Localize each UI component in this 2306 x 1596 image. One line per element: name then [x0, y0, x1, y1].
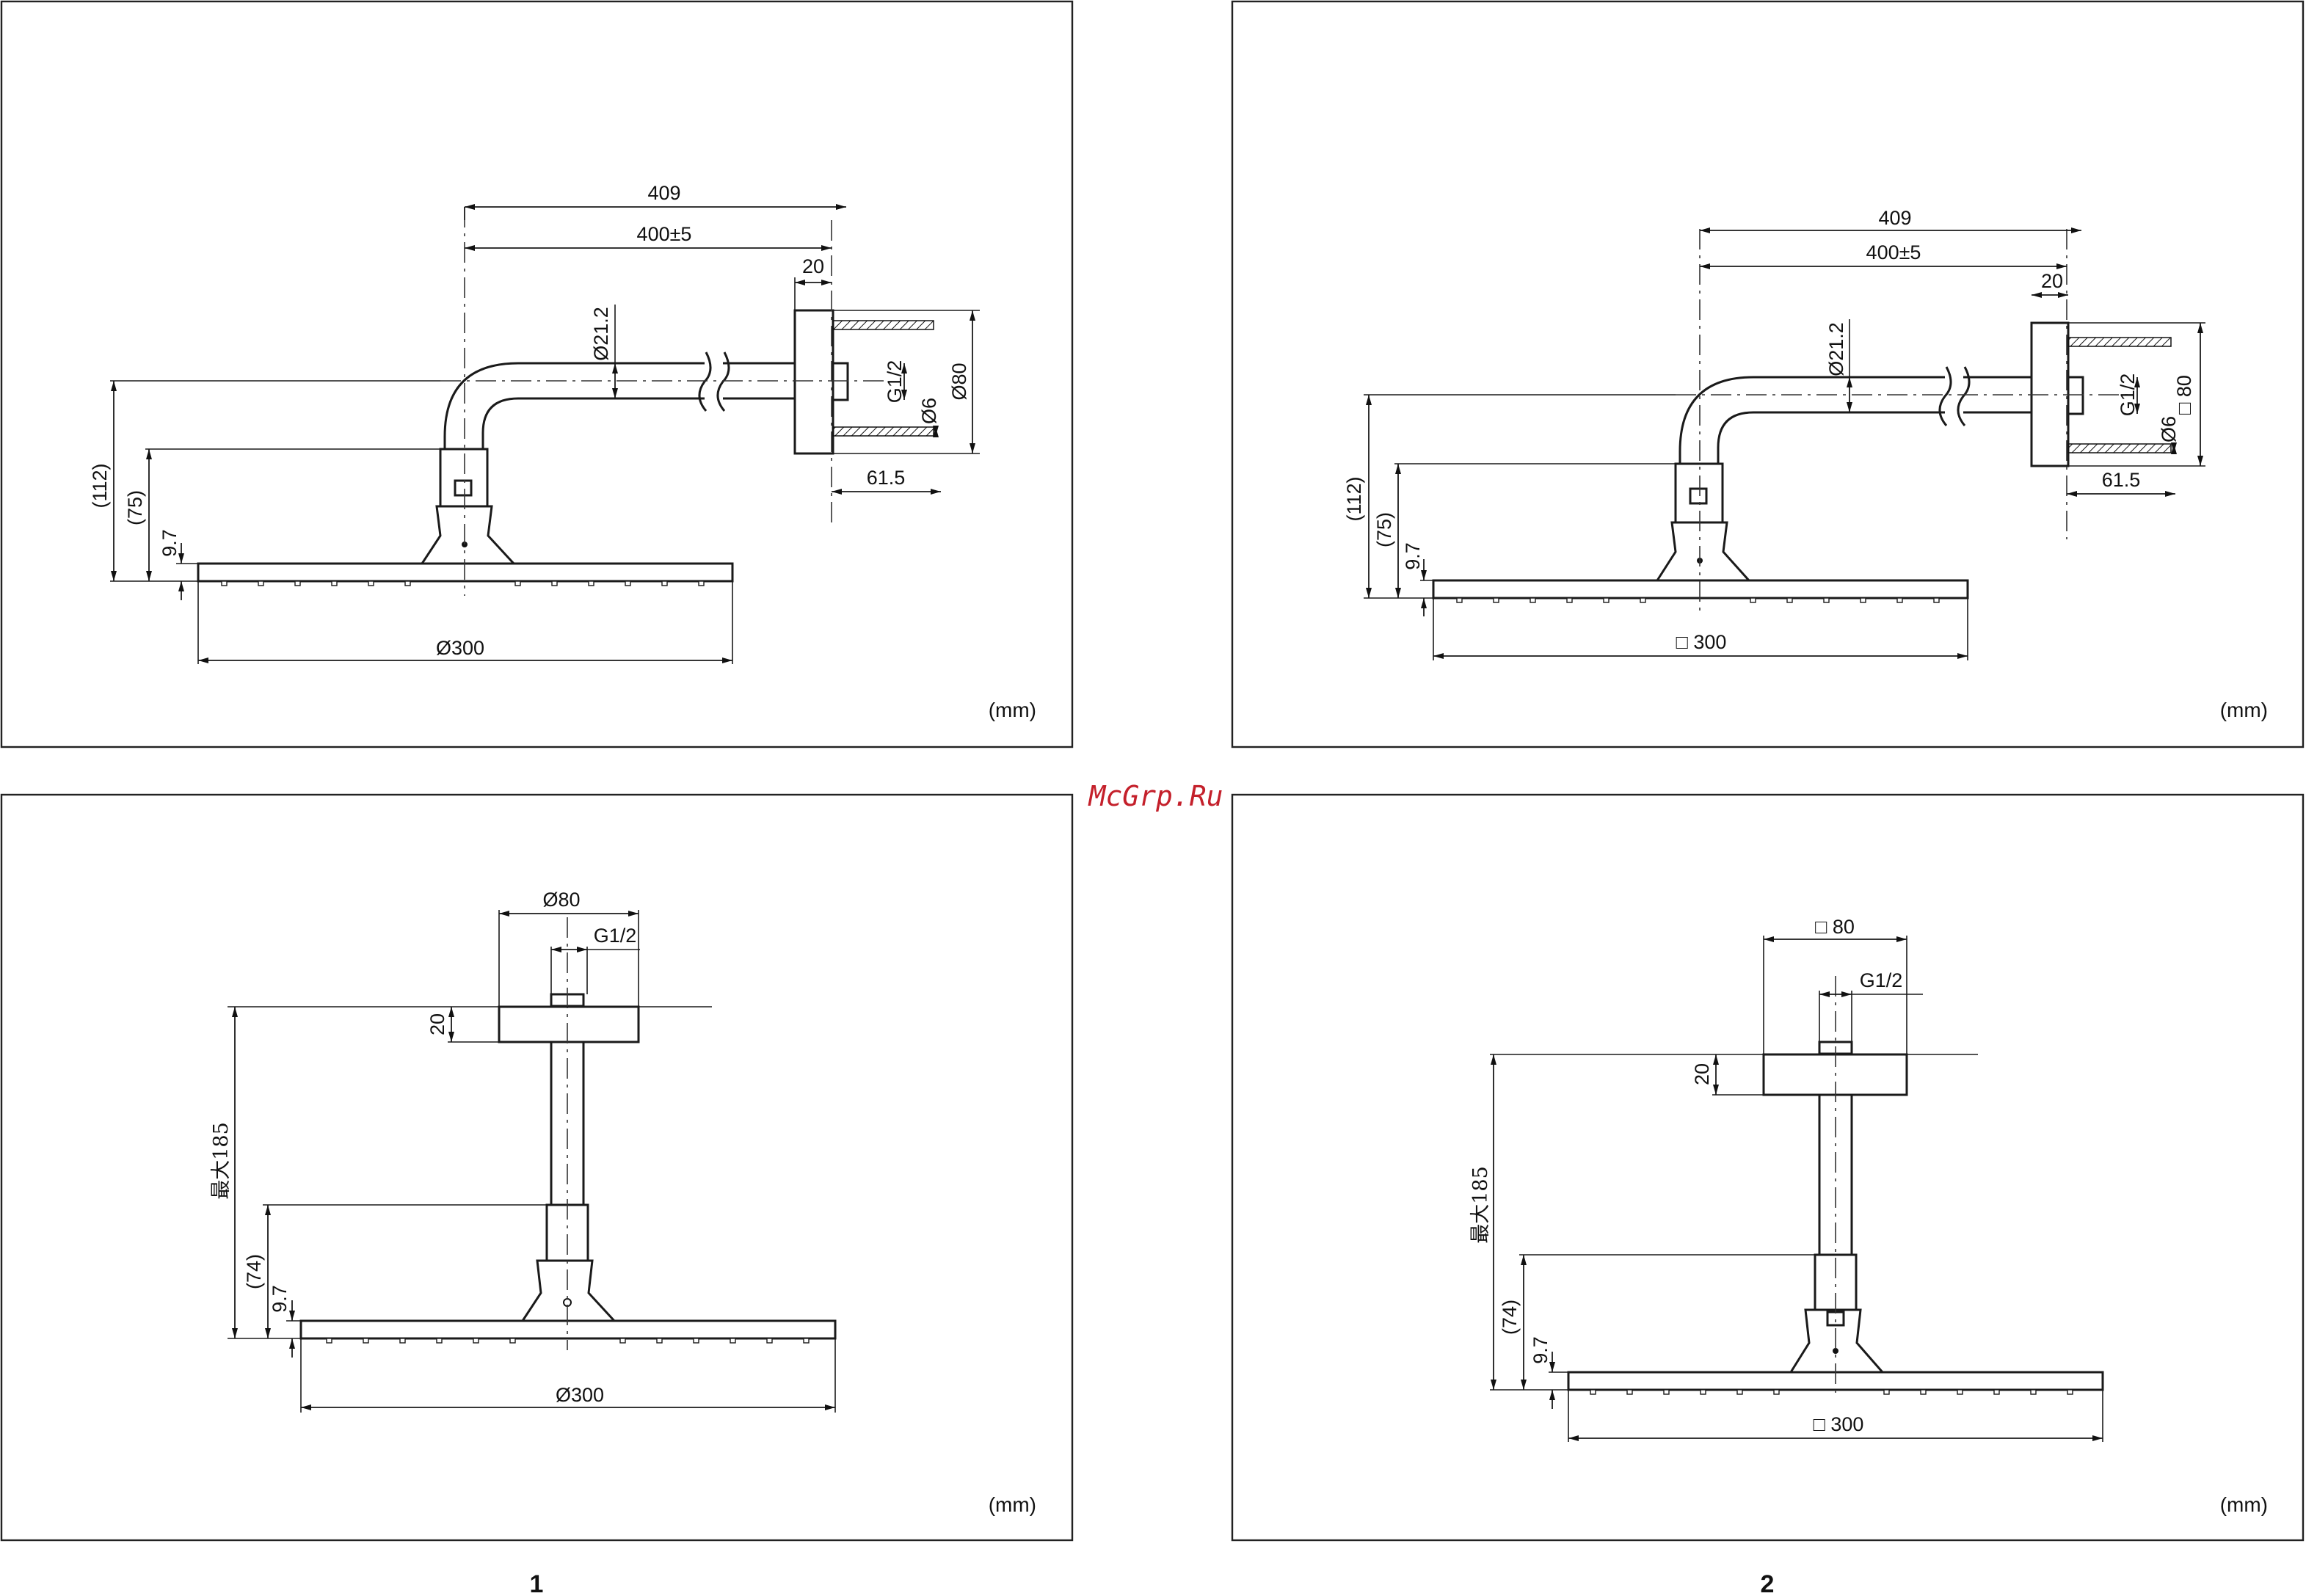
dim-arm-400: 400±5	[637, 223, 692, 245]
dim-head-size: □ 300	[1676, 631, 1727, 653]
dim-overall-409: 409	[1878, 207, 1911, 229]
unit-label: (mm)	[2220, 699, 2268, 721]
arm-pipe-inner	[483, 398, 705, 449]
dim-base-dia: Ø80	[948, 362, 970, 400]
dim-pipe-dia: Ø21.2	[1825, 322, 1847, 376]
dim-thread-g12: G1/2	[2117, 374, 2139, 417]
panel-frame	[1232, 795, 2303, 1540]
shower-head-plate	[1433, 580, 1968, 598]
dim-pipe-dia: Ø21.2	[590, 307, 612, 361]
dim-flange-20: 20	[802, 255, 824, 277]
dim-head-dia: Ø300	[436, 637, 484, 659]
dim-thread-g12: G1/2	[1860, 969, 1903, 991]
unit-label: (mm)	[989, 699, 1036, 721]
dim-base-size: □ 80	[1815, 916, 1855, 938]
wall-screw-top	[2068, 338, 2171, 346]
dim-screw-len: 61.5	[867, 467, 906, 489]
dim-height-74: (74)	[1499, 1300, 1521, 1335]
unit-label: (mm)	[2220, 1493, 2268, 1516]
dim-thread-g12: G1/2	[594, 925, 637, 947]
ball-joint	[422, 506, 514, 564]
dim-height-74: (74)	[243, 1254, 265, 1289]
dim-thickness: 9.7	[159, 529, 181, 557]
dim-screw-dia: Ø6	[918, 398, 940, 424]
panel-frame	[1, 795, 1072, 1540]
dim-thickness: 9.7	[1402, 542, 1424, 570]
dim-height-112: (112)	[1343, 476, 1365, 521]
wall-screw-top	[833, 321, 934, 329]
watermark-text: McGrp.Ru	[1087, 780, 1223, 812]
dim-height-75: (75)	[124, 490, 146, 525]
dim-thread-g12: G1/2	[884, 360, 906, 404]
figure-number-2: 2	[1761, 1570, 1775, 1596]
dim-base-dia: Ø80	[542, 889, 580, 911]
panel-ceiling-square: □ 80 G1/2 20 最大185 (74) 9.7 □ 300 (mm)	[1232, 795, 2303, 1540]
dim-height-112: (112)	[89, 463, 111, 508]
dim-head-dia: Ø300	[556, 1384, 604, 1406]
dim-arm-400: 400±5	[1866, 241, 1921, 263]
panel-frame	[1232, 1, 2303, 747]
arm-pipe-outer	[1680, 377, 1945, 464]
panel-wall-square: 409 400±5 20 Ø21.2 G1/2 Ø6 □ 80 61.5 (11…	[1232, 1, 2303, 747]
dim-flange-20: 20	[2041, 270, 2063, 292]
figure-number-1: 1	[530, 1570, 544, 1596]
dim-screw-len: 61.5	[2102, 469, 2141, 491]
panel-wall-round: 409 400±5 20 Ø21.2 G1/2 Ø6 Ø80 61.5 (112…	[1, 1, 1072, 747]
shower-head-plate	[198, 564, 732, 581]
dim-overall-409: 409	[647, 182, 680, 204]
shower-head-plate	[301, 1321, 835, 1338]
dim-max-length: 最大185	[210, 1122, 233, 1200]
dim-base-size: □ 80	[2173, 375, 2195, 415]
arm-pipe-inner	[1718, 412, 1945, 464]
wall-screw-bottom	[833, 427, 934, 436]
dim-thickness: 9.7	[1530, 1336, 1552, 1364]
ball-joint	[1657, 522, 1749, 580]
connector-nut	[440, 449, 487, 506]
dim-thickness: 9.7	[269, 1285, 291, 1313]
panel-frame	[1, 1, 1072, 747]
wall-flange	[795, 310, 833, 453]
dim-max-length: 最大185	[1469, 1166, 1492, 1244]
ball-joint	[523, 1261, 614, 1321]
dim-head-size: □ 300	[1814, 1413, 1864, 1435]
dim-screw-dia: Ø6	[2158, 416, 2180, 442]
panel-ceiling-round: Ø80 G1/2 20 最大185 (74) 9.7 Ø300 (mm)	[1, 795, 1072, 1540]
ceiling-flange	[499, 1007, 639, 1042]
wall-screw-bottom	[2068, 444, 2171, 453]
break-symbol	[699, 352, 729, 411]
dim-height-75: (75)	[1373, 512, 1395, 547]
dim-flange-20: 20	[426, 1013, 448, 1035]
unit-label: (mm)	[989, 1493, 1036, 1516]
break-symbol	[1940, 367, 1969, 426]
dim-flange-20: 20	[1691, 1063, 1713, 1085]
